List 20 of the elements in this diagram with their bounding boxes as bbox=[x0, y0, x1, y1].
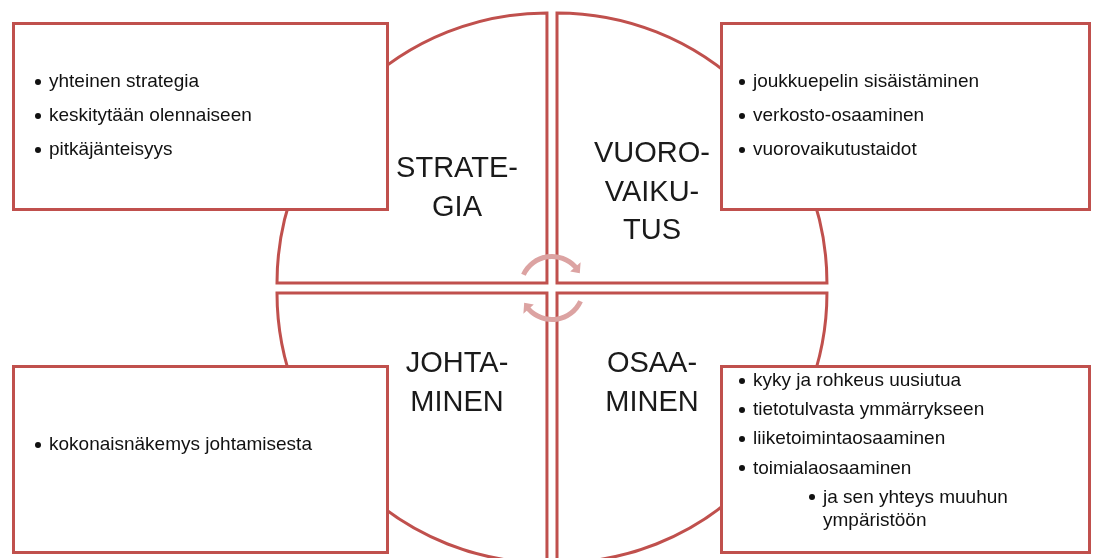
segment-title: JOHTA- MINEN bbox=[404, 345, 510, 419]
bullet-list-box bbox=[720, 22, 1091, 211]
bullet-item: keskitytään olennaiseen bbox=[33, 103, 372, 127]
bullet-item: verkosto-osaaminen bbox=[737, 103, 1074, 127]
bullet-list-box bbox=[720, 365, 1091, 554]
segment-title: STRATE- GIA bbox=[395, 150, 519, 224]
bullet-item: liiketoimintaosaaminen bbox=[737, 426, 1078, 450]
bullet-item: tietotulvasta ymmärrykseen bbox=[737, 397, 1078, 421]
bullet-item: joukkuepelin sisäistäminen bbox=[737, 69, 1074, 93]
bullet-item: pitkäjänteisyys bbox=[33, 137, 372, 161]
bullet-item: kokonaisnäkemys johtamisesta bbox=[33, 432, 372, 456]
bullet-item: ja sen yhteys muuhun ympäristöön bbox=[807, 484, 1078, 532]
segment-title: VUORO- VAIKU- TUS bbox=[593, 135, 711, 248]
bullet-item: yhteinen strategia bbox=[33, 69, 372, 93]
bullet-item: kyky ja rohkeus uusiutua bbox=[737, 368, 1078, 392]
bullet-item: vuorovaikutustaidot bbox=[737, 137, 1074, 161]
segment-title: OSAA- MINEN bbox=[604, 345, 700, 419]
bullet-item: toimialaosaaminen bbox=[737, 455, 1078, 479]
bullet-list-box bbox=[12, 22, 389, 211]
bullet-list-box bbox=[12, 365, 389, 554]
